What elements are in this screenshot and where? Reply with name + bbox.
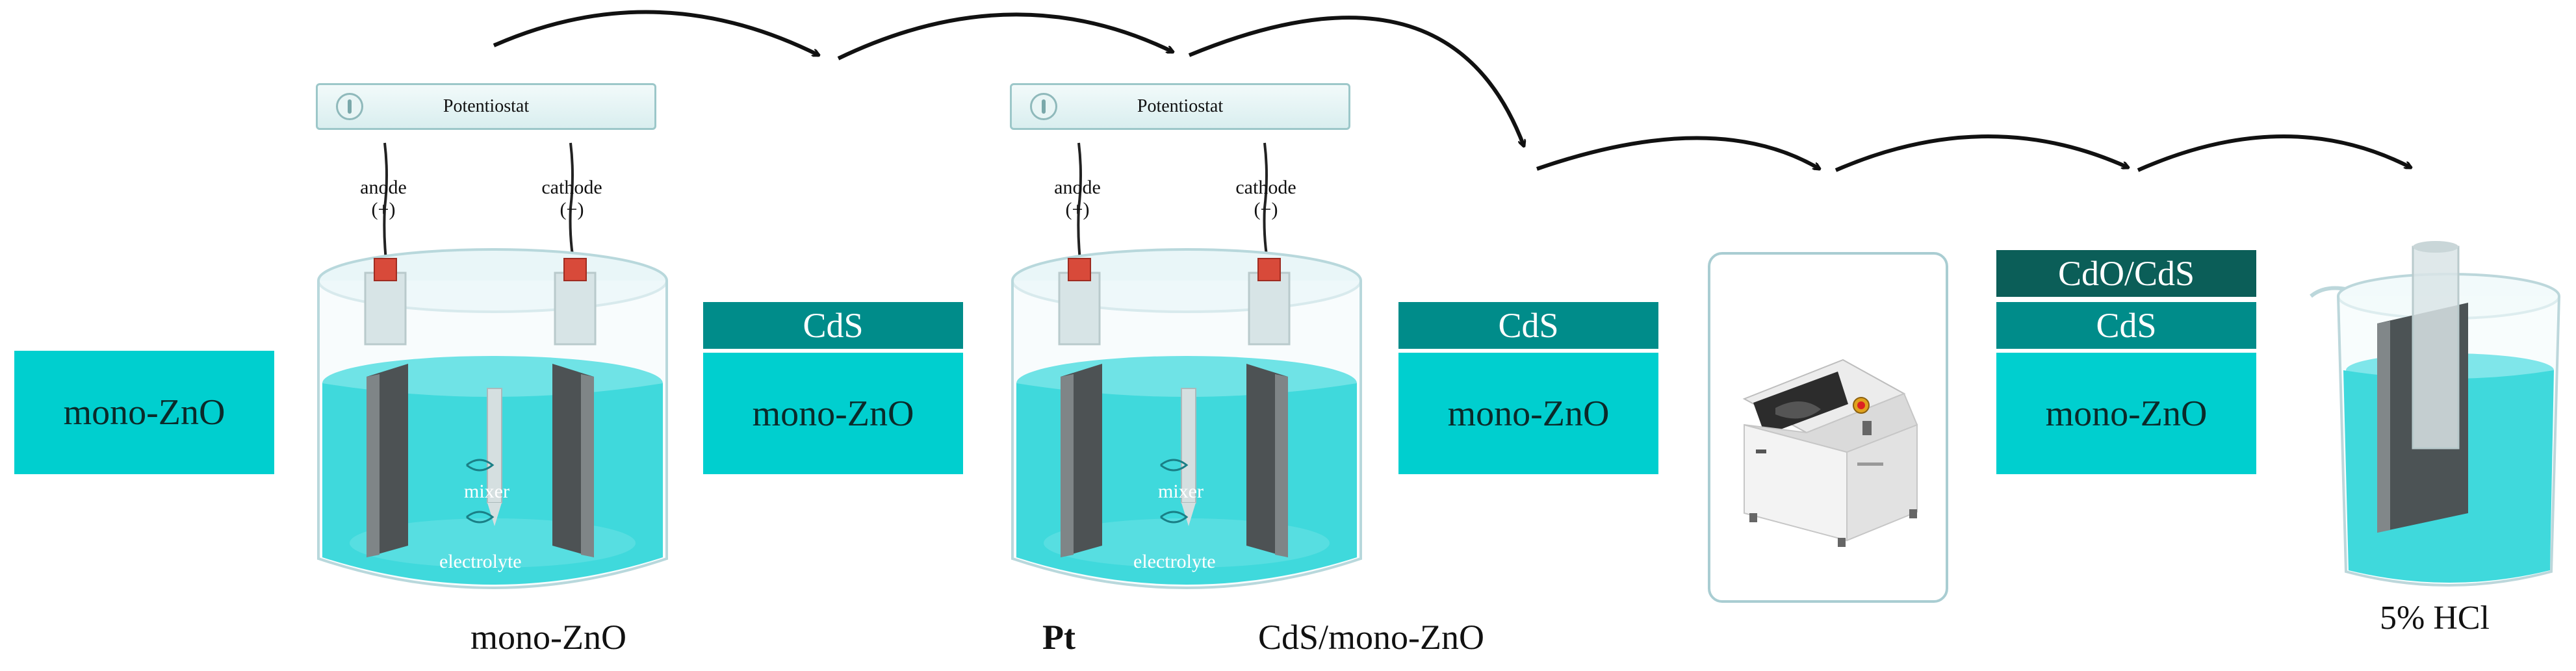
stack-2-cds-layer: CdS [1398, 302, 1658, 349]
stack-3-cdo-label: CdO/CdS [2057, 254, 2195, 293]
stack-1-cds-label: CdS [803, 306, 864, 345]
stack-1-zno-label: mono-ZnO [752, 393, 914, 434]
anode-text: anode [360, 177, 407, 198]
arrow-3 [1188, 16, 1524, 146]
arrow-1 [493, 10, 819, 57]
cell-drawing [1011, 142, 1362, 589]
potentiostat-icon [336, 93, 363, 120]
stack-2-cds-label: CdS [1498, 306, 1559, 345]
stack-2-zno-label: mono-ZnO [1447, 393, 1610, 434]
stack-1-zno-layer: mono-ZnO [703, 353, 963, 474]
cathode-label: cathode (−) [526, 177, 617, 221]
electrochemical-cell-1: Potentiostat [312, 78, 676, 598]
potentiostat-label: Potentiostat [1137, 96, 1224, 116]
electrochemical-cell-2: Potentiostat anode (+) [1006, 78, 1370, 598]
cell-drawing [317, 142, 668, 589]
stack-1: CdS mono-ZnO [703, 302, 963, 474]
substrate-label: mono-ZnO [63, 392, 225, 433]
stack-2-zno-layer: mono-ZnO [1398, 353, 1658, 474]
stack-1-cds-layer: CdS [703, 302, 963, 349]
anode-sign: (+) [371, 199, 396, 220]
cathode-sign: (−) [1254, 199, 1278, 220]
annealing-machine-frame [1708, 252, 1948, 603]
anode-label: anode (+) [348, 177, 419, 221]
potentiostat-label: Potentiostat [443, 96, 530, 116]
etch-caption: 5% HCl [2380, 600, 2490, 637]
cell-2-caption-sample: CdS/mono-ZnO [1258, 618, 1485, 657]
stack-3: CdO/CdS CdS mono-ZnO [1996, 250, 2256, 474]
annealing-machine-image [1742, 359, 1918, 547]
substrate-box: mono-ZnO [14, 351, 274, 474]
arrow-5 [1835, 134, 2128, 172]
cell-1-caption: mono-ZnO [470, 618, 626, 657]
stack-3-cds-layer: CdS [1996, 302, 2256, 349]
electrolyte-label: electrolyte [439, 551, 522, 572]
anode-label: anode (+) [1042, 177, 1113, 221]
cathode-text: cathode [541, 177, 602, 198]
potentiostat-1: Potentiostat [316, 83, 656, 130]
stack-3-zno-label: mono-ZnO [2045, 393, 2208, 434]
stack-2: CdS mono-ZnO [1398, 302, 1658, 474]
potentiostat-2: Potentiostat [1010, 83, 1350, 130]
cathode-sign: (−) [560, 199, 584, 220]
anode-sign: (+) [1065, 199, 1090, 220]
cell-2-caption-pt: Pt [1042, 618, 1075, 657]
anode-text: anode [1054, 177, 1101, 198]
stack-3-zno-layer: mono-ZnO [1996, 353, 2256, 474]
arrow-6 [2137, 134, 2411, 172]
potentiostat-icon [1030, 93, 1057, 120]
electrolyte-label: electrolyte [1133, 551, 1216, 572]
etching-beaker [2310, 241, 2560, 587]
arrow-4 [1536, 136, 1820, 171]
stack-3-cdo-layer: CdO/CdS [1996, 250, 2256, 297]
stack-3-cds-label: CdS [2096, 306, 2157, 345]
arrow-2 [837, 12, 1173, 60]
mixer-label: mixer [464, 481, 509, 502]
cathode-text: cathode [1235, 177, 1296, 198]
mixer-label: mixer [1158, 481, 1204, 502]
cathode-label: cathode (−) [1220, 177, 1311, 221]
